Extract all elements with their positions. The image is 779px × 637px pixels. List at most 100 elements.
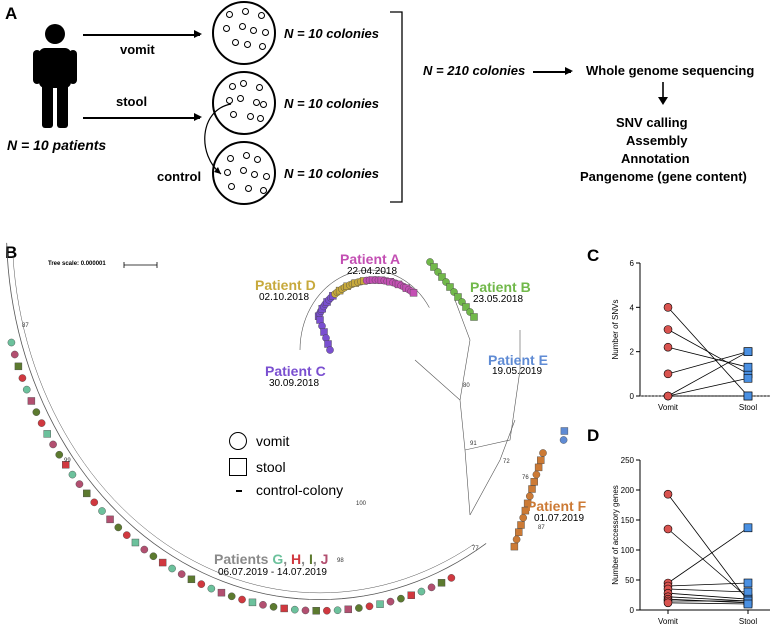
vomit-point (663, 303, 673, 312)
vomit-label: vomit (120, 42, 155, 57)
tree-tip-stool (62, 461, 70, 469)
colony (243, 152, 250, 159)
stool-point (743, 523, 753, 533)
stool-point (743, 347, 753, 356)
wgs-down-arrow (658, 82, 668, 105)
pipeline-step-4: Pangenome (gene content) (580, 169, 747, 184)
bootstrap-label: 100 (356, 501, 367, 507)
tree-tip-stool (438, 273, 446, 281)
patients-count-label: N = 10 patients (7, 137, 107, 153)
pipeline-step-1: SNV calling (616, 115, 688, 130)
ghij-sep-3: , (312, 551, 321, 567)
ghij-j: J (320, 551, 329, 567)
tree-tip-vomit (539, 449, 547, 457)
colony (228, 183, 235, 190)
stool-point (743, 391, 753, 401)
tree-tip-vomit (10, 350, 19, 359)
bootstrap-label: 91 (470, 441, 477, 447)
bootstrap-label: 80 (463, 383, 470, 389)
colony (257, 115, 264, 122)
panel-label-d: D (587, 426, 600, 445)
tree-tip-vomit (519, 513, 528, 522)
tree-tip-vomit (326, 346, 334, 354)
colony (256, 84, 263, 91)
tree-tip-stool (131, 538, 140, 547)
bootstrap-label: 77 (472, 546, 479, 552)
clade-date-a: 22.04.2018 (347, 266, 398, 277)
bootstrap-label: 76 (522, 475, 529, 481)
tree-tip-vomit (68, 470, 77, 479)
y-tick-label: 150 (621, 516, 635, 525)
tree-tip-stool (217, 588, 226, 597)
wgs-label: Whole genome sequencing (586, 63, 755, 78)
tree-tip-stool (523, 499, 532, 508)
tree-tip-stool (187, 575, 196, 584)
colony (226, 11, 233, 18)
ghij-sep-2: , (301, 551, 309, 567)
tree-tip-stool (470, 313, 478, 321)
stool-point (743, 587, 753, 597)
stool-point (743, 362, 753, 372)
tree-tip-vomit (177, 570, 186, 578)
y-tick-label: 200 (621, 486, 635, 495)
tree-tip-vomit (333, 606, 342, 615)
panel-label-c: C (587, 246, 600, 265)
legend-vomit-symbol (229, 432, 247, 450)
petri-dish-vomit (212, 1, 276, 65)
colony (250, 27, 257, 34)
clade-label-ghij: Patients G, H, I, J (214, 551, 328, 567)
x-tick-label: Vomit (658, 617, 679, 626)
tree-tip-vomit (37, 419, 46, 427)
tree-tip-vomit (447, 574, 456, 582)
colony (242, 8, 249, 15)
pipeline-step-2: Assembly (626, 133, 688, 148)
tree-tip-stool (409, 289, 418, 297)
tree-tip-stool (517, 521, 525, 529)
dish-count-2: N = 10 colonies (284, 96, 380, 111)
tree-branch (414, 359, 471, 516)
vomit-point (663, 524, 673, 534)
pair-line (667, 592, 749, 600)
y-tick-label: 0 (630, 392, 635, 401)
vomit-point (663, 369, 673, 379)
pair-line (667, 346, 749, 368)
tree-branch (464, 330, 521, 451)
tree-branch (6, 242, 487, 601)
tree-tip-stool (462, 303, 470, 311)
tree-tip-stool (344, 605, 352, 614)
panel-label-b: B (5, 243, 18, 262)
clade-date-e: 19.05.2019 (492, 366, 543, 377)
colony (240, 167, 247, 174)
x-tick-label: Vomit (658, 403, 679, 412)
tree-tip-vomit (227, 592, 236, 601)
clade-label-f: Patient F (527, 498, 587, 514)
tree-tip-vomit (365, 602, 374, 611)
dish-count-1: N = 10 colonies (284, 26, 380, 41)
tree-tip-vomit (197, 580, 206, 588)
stool-point (743, 578, 753, 588)
petri-dish-control (212, 141, 276, 205)
colony (260, 101, 267, 108)
colony (224, 169, 231, 176)
clade-date-c: 30.09.2018 (269, 378, 320, 389)
colony (260, 187, 267, 194)
clade-label-c: Patient C (265, 363, 326, 379)
clade-date-ghij: 06.07.2019 - 14.07.2019 (218, 567, 327, 578)
colony (239, 23, 246, 30)
tree-tip-vomit (397, 594, 405, 603)
legend-stool-symbol (229, 458, 247, 476)
stool-arrow (83, 113, 202, 121)
bootstrap-label: 72 (503, 459, 510, 465)
tree-tip-vomit (355, 604, 363, 612)
legend-vomit-label: vomit (256, 433, 290, 449)
tree-tip-vomit (559, 436, 568, 444)
tree-tip-vomit (207, 584, 216, 593)
colony (226, 97, 233, 104)
tree-tip-vomit (238, 595, 246, 604)
tree-tip-stool (280, 604, 288, 613)
pair-line (667, 528, 749, 599)
tree-tip-stool (158, 558, 167, 567)
total-colonies-label: N = 210 colonies (423, 63, 526, 78)
